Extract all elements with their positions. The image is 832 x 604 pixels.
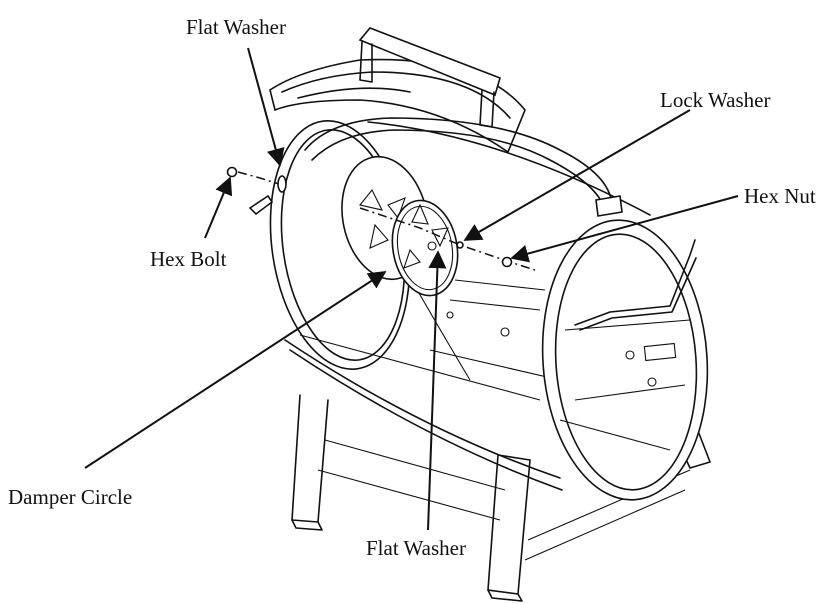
grill-lid [269,27,623,217]
leader-flat-washer-bottom [427,250,447,531]
grill-barrel [269,120,709,501]
bolt-axis-line [237,171,283,186]
leader-hex-nut [510,195,739,263]
label-flat-washer-top: Flat Washer [186,15,286,39]
label-damper-circle: Damper Circle [8,485,132,509]
label-hex-bolt: Hex Bolt [150,247,227,271]
label-lock-washer: Lock Washer [660,88,770,112]
label-hex-nut: Hex Nut [744,184,816,208]
lock-washer-part [456,241,464,249]
leader-hex-bolt [204,176,233,239]
flat-washer-left [277,175,287,193]
grill-legs [291,394,711,602]
labels: Flat Washer Lock Washer Hex Nut Hex Bolt… [8,15,816,560]
hex-bolt-head [226,166,238,178]
leader-lock-washer [463,109,691,241]
label-flat-washer-bottom: Flat Washer [366,536,466,560]
leader-lines [84,47,739,531]
hardware [226,166,536,271]
hex-nut-part [501,256,513,268]
leader-damper-circle [84,271,387,469]
leader-flat-washer-top [247,47,285,167]
